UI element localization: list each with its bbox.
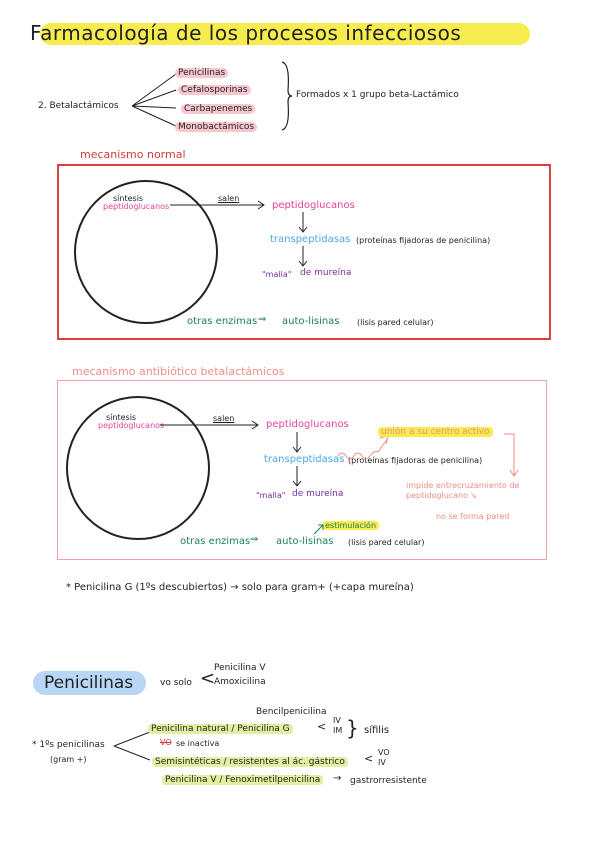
normal-peptido: peptidoglucanos: [272, 200, 355, 211]
iv2-label: IV: [378, 758, 386, 767]
sifilis-label: sífilis: [364, 725, 390, 736]
antibiotic-salen: salen: [213, 414, 235, 423]
betalactam-branches: [131, 73, 177, 127]
normal-lisis: (lisis pared celular): [357, 318, 434, 327]
normal-arrow-out: [170, 200, 265, 210]
antibiotic-arrow-out: [160, 420, 259, 430]
impide-label: impide entrecruzamiento de: [406, 481, 520, 490]
inactiva-label: se inactiva: [176, 739, 220, 748]
sifilis-brace: }: [346, 716, 359, 740]
normal-sintesis: síntesis: [113, 194, 144, 203]
antibiotic-transp-note: (proteínas fijadoras de penicilina): [348, 456, 483, 465]
normal-otras: otras enzimas: [187, 316, 258, 327]
vo2-label: VO: [378, 748, 390, 757]
semi-bracket: <: [364, 752, 374, 765]
gastro-arrow: →: [333, 773, 342, 784]
bencil-label: Bencilpenicilina: [256, 707, 327, 717]
estimulacion-arrow: [313, 524, 324, 535]
normal-box: [57, 164, 551, 340]
beta-item-2: Cefalosporinas: [178, 85, 251, 95]
antibiotic-sintesis: síntesis: [106, 413, 137, 422]
natural-bracket: <: [317, 720, 327, 733]
normal-transp: transpeptidasas: [270, 234, 351, 245]
impide-arrow: ↘: [470, 491, 477, 500]
brace: [281, 61, 293, 131]
antibiotic-implies: ⇒: [250, 534, 259, 545]
normal-mureina: de mureína: [300, 268, 352, 278]
antibiotic-peptido-small: peptidoglucanos: [98, 421, 165, 430]
penicilinas-pill: [33, 671, 146, 695]
natural-label: Penicilina natural / Penicilina G: [148, 724, 293, 734]
antibiotic-heading: mecanismo antibiótico betalactámicos: [72, 365, 285, 378]
im-label: IM: [333, 726, 343, 735]
beta-item-4: Monobactámicos: [175, 122, 258, 132]
vo-item-2: Amoxicilina: [214, 677, 266, 687]
antibiotic-lisis: (lisis pared celular): [348, 538, 425, 547]
title-highlight: [40, 23, 530, 45]
beta-note: Formados x 1 grupo beta-Lactámico: [296, 90, 459, 100]
page-title: Farmacología de los procesos infecciosos: [30, 21, 462, 45]
first-sub: (gram +): [50, 755, 87, 764]
vo-item-1: Penicilina V: [214, 663, 266, 673]
vo-crossed: VO: [160, 738, 172, 747]
normal-implies: ⇒: [258, 314, 267, 325]
betalactam-label: 2. Betalactámicos: [38, 101, 119, 111]
antibiotic-arrow-down-1: [292, 432, 302, 453]
beta-item-3: Carbapenemes: [181, 104, 256, 114]
antibiotic-box: [57, 380, 547, 560]
antibiotic-auto: auto-lisinas: [276, 536, 334, 547]
impide-label-2: peptidoglucano: [406, 491, 469, 500]
penicilinas-branches: [113, 731, 151, 761]
normal-heading: mecanismo normal: [80, 148, 186, 161]
penicilinas-heading: Penicilinas: [44, 673, 134, 693]
cell-circle-antibiotic: [66, 396, 210, 540]
semi-label: Semisintéticas / resistentes al ác. gást…: [152, 757, 348, 767]
gastro-label: gastrorresistente: [350, 776, 427, 786]
no-forma-label: no se forma pared: [436, 512, 510, 521]
antibiotic-transp: transpeptidasas: [264, 454, 345, 465]
normal-peptido-small: peptidoglucanos: [103, 202, 170, 211]
normal-arrow-down-1: [298, 212, 308, 233]
union-connector: [337, 433, 519, 477]
vo-bracket: <: [200, 668, 216, 689]
penicilina-g-note: * Penicilina G (1ºs descubiertos) → solo…: [66, 582, 414, 593]
normal-salen: salen: [218, 194, 240, 203]
antibiotic-malla: "malla": [256, 491, 286, 500]
iv-label: IV: [333, 716, 341, 725]
normal-transp-note: (proteínas fijadoras de penicilina): [356, 236, 491, 245]
beta-item-1: Penicilinas: [175, 68, 229, 78]
normal-malla: "malla": [262, 270, 292, 279]
antibiotic-mureina: de mureína: [292, 489, 344, 499]
antibiotic-otras: otras enzimas: [180, 536, 251, 547]
antibiotic-peptido: peptidoglucanos: [266, 419, 349, 430]
vo-solo: vo solo: [160, 678, 192, 688]
union-label: unión a su centro activo: [378, 427, 493, 437]
antibiotic-arrow-down-2: [292, 466, 302, 487]
first-penicilinas: * 1ºs penicilinas: [32, 740, 105, 750]
normal-auto: auto-lisinas: [282, 316, 340, 327]
cell-circle-normal: [74, 180, 218, 324]
normal-arrow-down-2: [298, 246, 308, 267]
estimulacion-label: estimulación: [322, 521, 380, 530]
penv-label: Penicilina V / Fenoximetilpenicilina: [162, 775, 324, 785]
